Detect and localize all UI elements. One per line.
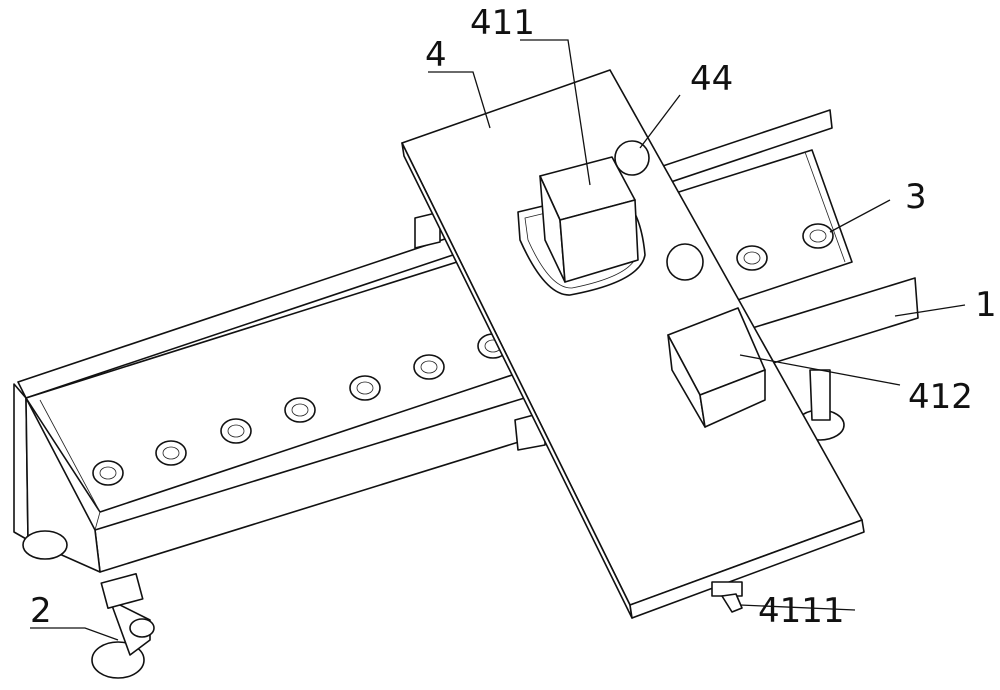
- label-412: 412: [908, 377, 973, 417]
- label-4: 4: [425, 35, 447, 75]
- label-1: 1: [975, 285, 997, 325]
- label-411: 411: [470, 3, 535, 43]
- label-2: 2: [30, 591, 52, 631]
- adjust-screw: [712, 582, 742, 612]
- knob-44: [615, 141, 649, 175]
- label-4111: 4111: [758, 591, 845, 631]
- label-44: 44: [690, 59, 733, 99]
- label-3: 3: [905, 177, 927, 217]
- knob: [667, 244, 703, 280]
